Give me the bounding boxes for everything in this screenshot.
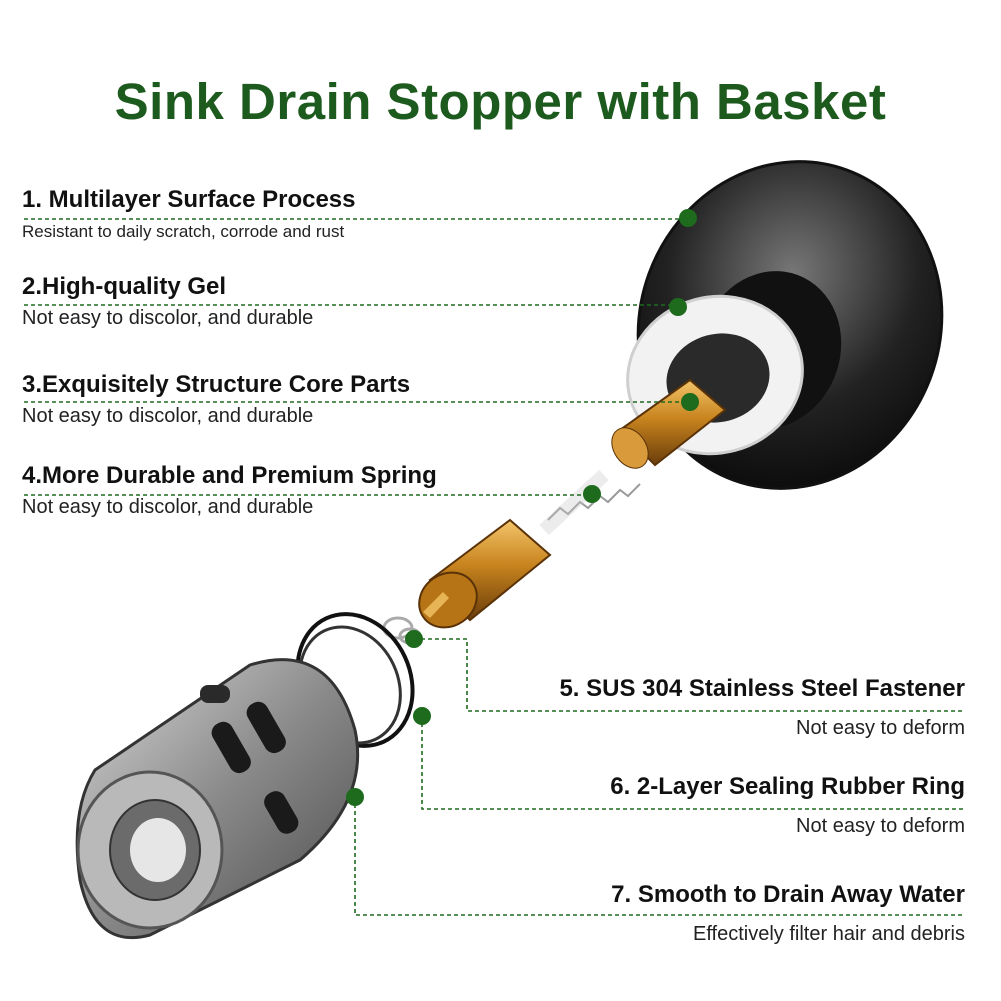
feature-heading: 5. SUS 304 Stainless Steel Fastener: [559, 675, 965, 702]
feature-heading: 6. 2-Layer Sealing Rubber Ring: [610, 773, 965, 800]
marker-1: [679, 209, 697, 227]
feature-heading: 3.Exquisitely Structure Core Parts: [22, 371, 411, 398]
feature-7: 7. Smooth to Drain Away Water Effectivel…: [611, 881, 965, 946]
feature-4: 4.More Durable and Premium Spring Not ea…: [22, 462, 437, 519]
brass-shaft: [418, 518, 552, 629]
feature-2: 2.High-quality Gel Not easy to discolor,…: [22, 273, 313, 330]
feature-heading: 1. Multilayer Surface Process: [22, 186, 356, 213]
feature-subtext: Effectively filter hair and debris: [693, 923, 965, 945]
feature-subtext: Not easy to deform: [796, 815, 965, 837]
feature-subtext: Resistant to daily scratch, corrode and …: [22, 222, 345, 241]
marker-5: [405, 630, 423, 648]
feature-subtext: Not easy to discolor, and durable: [22, 496, 314, 518]
leader-line-5: [414, 638, 965, 712]
basket: [75, 658, 360, 940]
feature-subtext: Not easy to discolor, and durable: [22, 307, 314, 329]
marker-4: [583, 485, 601, 503]
marker-7: [346, 788, 364, 806]
leader-line-6: [421, 716, 965, 810]
markers: [346, 209, 699, 806]
feature-subtext: Not easy to discolor, and durable: [22, 405, 314, 427]
feature-heading: 2.High-quality Gel: [22, 273, 227, 300]
feature-3: 3.Exquisitely Structure Core Parts Not e…: [22, 371, 410, 428]
page-title: Sink Drain Stopper with Basket: [114, 73, 887, 130]
marker-3: [681, 393, 699, 411]
feature-6: 6. 2-Layer Sealing Rubber Ring Not easy …: [610, 773, 965, 838]
leader-lines: [24, 218, 965, 916]
feature-5: 5. SUS 304 Stainless Steel Fastener Not …: [559, 675, 965, 740]
feature-heading: 7. Smooth to Drain Away Water: [611, 881, 965, 908]
marker-2: [669, 298, 687, 316]
feature-1: 1. Multilayer Surface Process Resistant …: [22, 186, 356, 242]
feature-subtext: Not easy to deform: [796, 717, 965, 739]
feature-heading: 4.More Durable and Premium Spring: [22, 462, 437, 489]
marker-6: [413, 707, 431, 725]
